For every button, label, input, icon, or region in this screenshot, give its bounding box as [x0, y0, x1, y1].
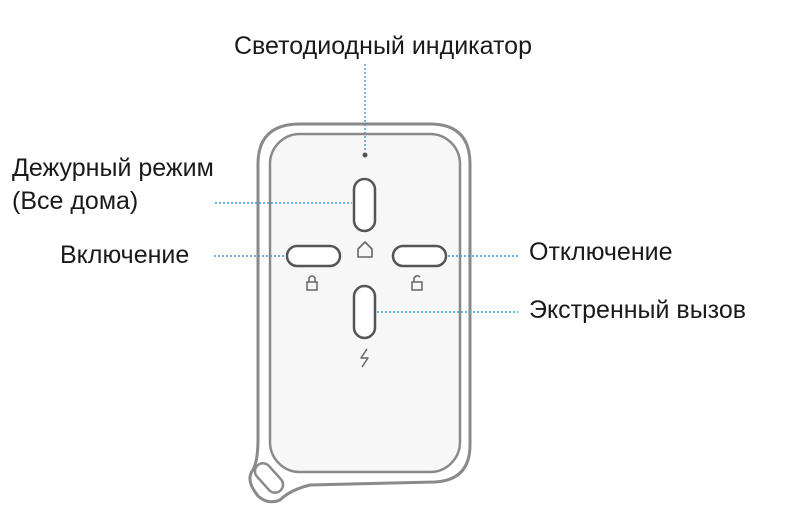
home-icon — [357, 241, 373, 258]
label-home-mode-subtitle: (Все дома) — [12, 187, 139, 215]
lock-open-icon — [411, 274, 423, 291]
label-panic: Экстренный вызов — [529, 296, 747, 324]
disarm-button[interactable] — [391, 244, 448, 268]
label-led-indicator: Светодиодный индикатор — [234, 32, 532, 60]
label-disarm: Отключение — [529, 238, 673, 266]
key-ring-hole — [253, 462, 285, 494]
arm-button[interactable] — [285, 244, 342, 268]
label-arm: Включение — [60, 241, 190, 269]
led-indicator — [362, 152, 368, 158]
lock-closed-icon — [306, 275, 318, 291]
lightning-icon — [360, 348, 369, 368]
home-button[interactable] — [352, 177, 377, 233]
panic-button[interactable] — [352, 284, 377, 340]
label-home-mode: Дежурный режим — [12, 154, 214, 182]
